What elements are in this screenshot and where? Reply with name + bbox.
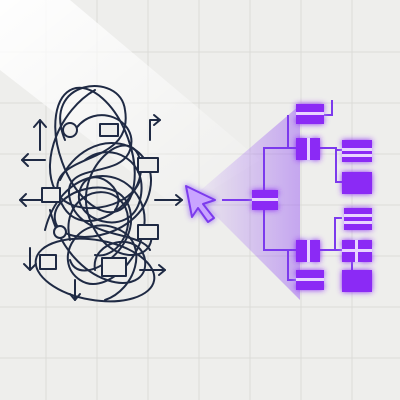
tangled-lines-icon <box>19 85 183 303</box>
tree-node-mid-right <box>344 208 372 230</box>
mouse-pointer-icon <box>185 185 216 223</box>
tree-node-upper-right-2 <box>342 172 372 194</box>
hierarchy-tree-icon <box>252 104 372 292</box>
hierarchy-tree-connectors <box>222 100 353 281</box>
light-beam <box>0 0 260 210</box>
projection-cone <box>195 105 300 300</box>
tree-node-bottom-right <box>342 270 372 292</box>
